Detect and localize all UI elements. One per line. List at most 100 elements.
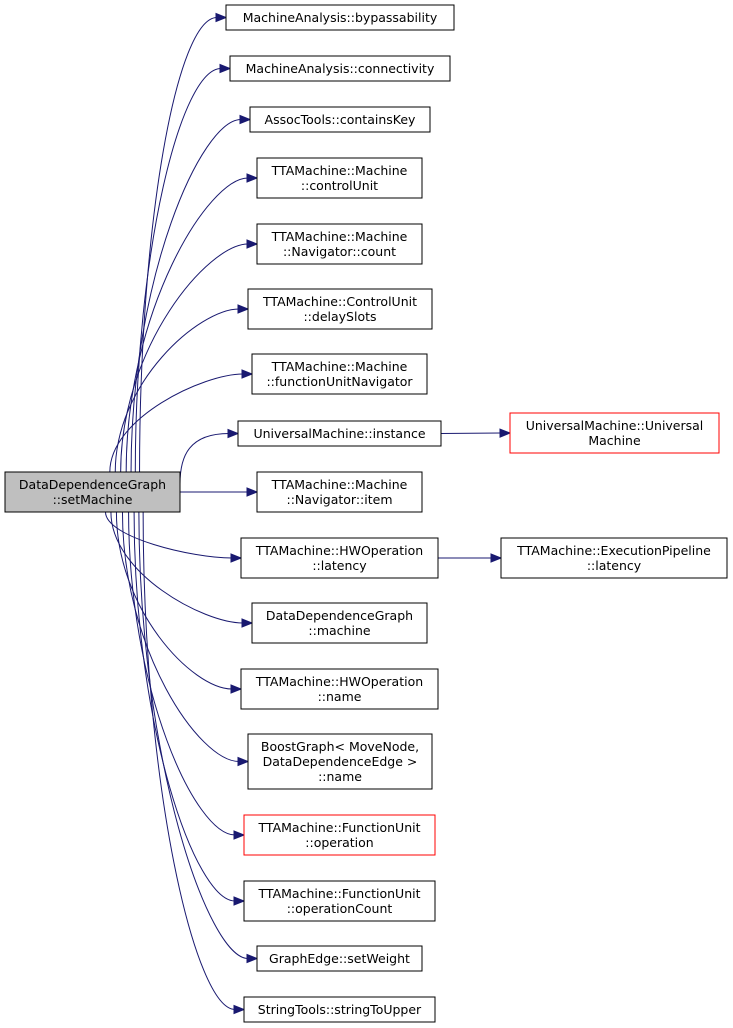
node-label: TTAMachine::ExecutionPipeline: [516, 543, 711, 558]
node-box[interactable]: [256, 945, 423, 972]
edge-root-n13: [121, 511, 240, 762]
graph-edges: [105, 12, 512, 1015]
node-label: ::operationCount: [287, 901, 393, 916]
arrowhead: [233, 1004, 246, 1015]
node-ttamachine-executionpipeline-latency[interactable]: TTAMachine::ExecutionPipeline::latency: [500, 537, 728, 579]
node-box[interactable]: [247, 288, 433, 330]
edge-root-n15: [133, 511, 236, 902]
node-box[interactable]: [256, 223, 423, 265]
node-box[interactable]: [500, 537, 728, 579]
node-label: MachineAnalysis::connectivity: [246, 61, 435, 76]
node-label: DataDependenceEdge >: [263, 754, 418, 769]
arrowhead: [233, 896, 246, 906]
node-label: TTAMachine::ControlUnit: [262, 294, 417, 309]
node-label: TTAMachine::FunctionUnit: [258, 820, 421, 835]
node-box[interactable]: [509, 412, 720, 454]
arrowhead: [239, 114, 252, 125]
node-ttamachine-machine-controlunit[interactable]: TTAMachine::Machine::controlUnit: [256, 157, 423, 199]
arrowhead: [499, 428, 512, 438]
node-ttamachine-machine-navigator-item[interactable]: TTAMachine::Machine::Navigator::item: [256, 471, 423, 513]
node-box[interactable]: [229, 55, 451, 82]
node-box[interactable]: [243, 880, 436, 922]
node-box[interactable]: [225, 4, 455, 31]
arrowhead: [246, 239, 259, 249]
node-box[interactable]: [256, 471, 423, 513]
edge-root-n16: [138, 511, 249, 959]
node-box[interactable]: [240, 537, 439, 579]
node-box[interactable]: [256, 157, 423, 199]
edge-root-n2: [134, 68, 222, 473]
node-box[interactable]: [251, 353, 428, 395]
arrowhead: [241, 369, 254, 379]
node-box[interactable]: [249, 106, 431, 133]
node-label: DataDependenceGraph: [266, 608, 413, 623]
node-label: UniversalMachine::Universal: [526, 418, 704, 433]
edge-root-n12: [115, 511, 233, 690]
node-box[interactable]: [4, 471, 181, 513]
node-label: TTAMachine::Machine: [271, 229, 408, 244]
node-box[interactable]: [247, 733, 433, 790]
node-label: ::functionUnitNavigator: [266, 374, 413, 389]
edge-n8-n8a: [440, 432, 502, 434]
node-ttamachine-machine-navigator-count[interactable]: TTAMachine::Machine::Navigator::count: [256, 223, 423, 265]
edge-root-n6: [114, 308, 240, 473]
node-label: ::name: [318, 689, 362, 704]
node-label: Machine: [588, 433, 641, 448]
node-boostgraph-movenode-datadependenceedge-name[interactable]: BoostGraph< MoveNode,DataDependenceEdge …: [247, 733, 433, 790]
node-ttamachine-hwoperation-name[interactable]: TTAMachine::HWOperation::name: [240, 668, 439, 710]
node-label: TTAMachine::FunctionUnit: [258, 886, 421, 901]
node-ttamachine-functionunit-operation[interactable]: TTAMachine::FunctionUnit::operation: [243, 814, 436, 856]
node-label: UniversalMachine::instance: [253, 426, 425, 441]
arrowhead: [227, 428, 240, 439]
edge-root-n17: [142, 511, 236, 1010]
node-datadependencegraph-setmachine[interactable]: DataDependenceGraph::setMachine: [4, 471, 181, 513]
node-assoctools-containskey[interactable]: AssocTools::containsKey: [249, 106, 431, 133]
node-box[interactable]: [251, 602, 428, 644]
node-machineanalysis-connectivity[interactable]: MachineAnalysis::connectivity: [229, 55, 451, 82]
arrowhead: [233, 830, 246, 840]
node-label: ::latency: [312, 558, 367, 573]
arrowhead: [219, 63, 232, 74]
node-ttamachine-machine-functionunitnavigator[interactable]: TTAMachine::Machine::functionUnitNavigat…: [251, 353, 428, 395]
node-machineanalysis-bypassability[interactable]: MachineAnalysis::bypassability: [225, 4, 455, 31]
node-label: TTAMachine::Machine: [271, 477, 408, 492]
node-ttamachine-hwoperation-latency[interactable]: TTAMachine::HWOperation::latency: [240, 537, 439, 579]
node-universalmachine-universal-machine[interactable]: UniversalMachine::UniversalMachine: [509, 412, 720, 454]
edge-root-n5: [120, 243, 249, 473]
node-label: MachineAnalysis::bypassability: [243, 10, 438, 25]
node-label: TTAMachine::HWOperation: [255, 543, 423, 558]
node-datadependencegraph-machine[interactable]: DataDependenceGraph::machine: [251, 602, 428, 644]
node-label: TTAMachine::Machine: [271, 359, 408, 374]
edge-root-n14: [128, 511, 236, 836]
arrowhead: [237, 304, 250, 314]
edge-root-n11: [110, 511, 244, 624]
node-graphedge-setweight[interactable]: GraphEdge::setWeight: [256, 945, 423, 972]
node-label: TTAMachine::HWOperation: [255, 674, 423, 689]
graph-nodes: DataDependenceGraph::setMachine MachineAn…: [4, 4, 728, 1023]
node-box[interactable]: [243, 996, 436, 1023]
arrowhead: [246, 173, 259, 183]
edge-root-n10: [105, 511, 233, 559]
node-box[interactable]: [240, 668, 439, 710]
node-universalmachine-instance[interactable]: UniversalMachine::instance: [237, 420, 442, 447]
arrowhead: [230, 553, 243, 563]
node-label: DataDependenceGraph: [19, 477, 166, 492]
edge-root-n1: [139, 17, 218, 473]
node-ttamachine-controlunit-delayslots[interactable]: TTAMachine::ControlUnit::delaySlots: [247, 288, 433, 330]
node-box[interactable]: [237, 420, 442, 447]
node-stringtools-stringtoupper[interactable]: StringTools::stringToUpper: [243, 996, 436, 1023]
edge-root-n8: [179, 433, 230, 485]
node-label: ::controlUnit: [301, 178, 378, 193]
arrowhead: [230, 684, 243, 694]
node-label: ::delaySlots: [303, 309, 376, 324]
node-label: TTAMachine::Machine: [271, 163, 408, 178]
edge-root-n7: [109, 373, 244, 473]
node-box[interactable]: [243, 814, 436, 856]
node-label: BoostGraph< MoveNode,: [261, 739, 419, 754]
edge-root-n4: [125, 177, 249, 473]
node-ttamachine-functionunit-operationcount[interactable]: TTAMachine::FunctionUnit::operationCount: [243, 880, 436, 922]
edge-root-n3: [130, 119, 242, 473]
node-label: ::setMachine: [53, 492, 133, 507]
node-label: GraphEdge::setWeight: [269, 951, 410, 966]
node-label: ::operation: [305, 835, 373, 850]
